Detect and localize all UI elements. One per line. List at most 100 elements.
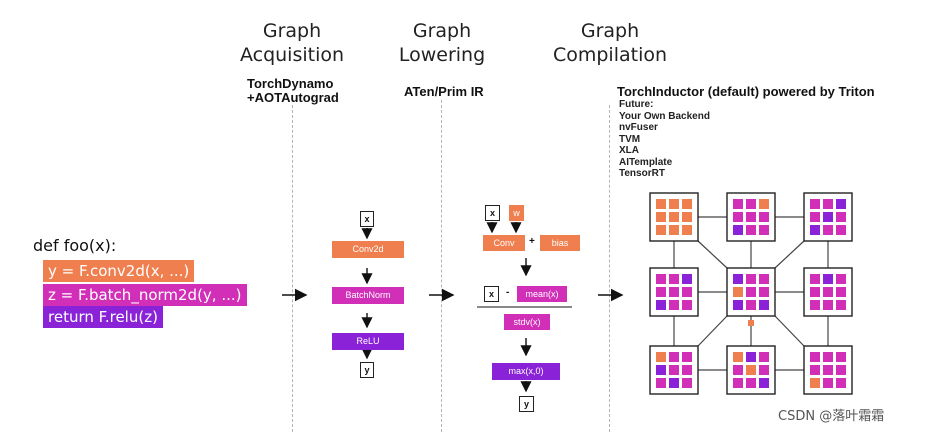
stage-compilation: Graph Compilation <box>540 19 680 67</box>
stage-lowering-line1: Graph <box>412 20 472 42</box>
g2-max: max(x,0) <box>492 363 560 380</box>
grid-cell <box>656 365 666 375</box>
label-aten: ATen/Prim IR <box>404 84 484 99</box>
grid-cell <box>746 378 756 388</box>
future-item: Future: <box>619 99 654 110</box>
grid-cell <box>733 212 743 222</box>
grid-cell <box>823 378 833 388</box>
grid-cell <box>682 212 692 222</box>
grid-cell <box>669 378 679 388</box>
stage-acquisition-line1: Graph <box>262 20 322 42</box>
grid-tile <box>649 192 699 242</box>
grid-cell <box>836 365 846 375</box>
grid-tile <box>803 345 853 395</box>
grid-tile <box>726 267 776 317</box>
grid-cell <box>759 212 769 222</box>
grid-cell <box>823 365 833 375</box>
g2-plus: + <box>529 236 535 247</box>
code-def: def foo(x): <box>33 236 117 255</box>
grid-marker <box>748 320 754 326</box>
grid-cell <box>669 287 679 297</box>
grid-cell <box>746 212 756 222</box>
grid-cell <box>836 287 846 297</box>
g2-output-y: y <box>519 396 534 412</box>
grid-cell <box>733 300 743 310</box>
g1-batchnorm: BatchNorm <box>332 287 404 304</box>
grid-cell <box>810 365 820 375</box>
grid-cell <box>810 212 820 222</box>
grid-cell <box>836 352 846 362</box>
grid-cell <box>759 225 769 235</box>
grid-cell <box>669 225 679 235</box>
grid-cell <box>823 287 833 297</box>
g2-x2: x <box>484 286 499 302</box>
grid-cell <box>823 274 833 284</box>
label-torchdynamo: TorchDynamo +AOTAutograd <box>247 77 339 105</box>
grid-cell <box>759 352 769 362</box>
grid-tile <box>649 345 699 395</box>
grid-cell <box>656 352 666 362</box>
g2-minus: - <box>506 287 510 298</box>
grid-tile <box>726 345 776 395</box>
future-item: Your Own Backend <box>619 110 710 122</box>
watermark: CSDN @落叶霜霜 <box>778 409 885 424</box>
grid-cell <box>682 274 692 284</box>
grid-connector <box>774 240 805 269</box>
grid-cell <box>733 352 743 362</box>
grid-cell <box>746 365 756 375</box>
label-dynamo-line1: TorchDynamo <box>247 76 334 91</box>
grid-cell <box>823 199 833 209</box>
grid-cell <box>810 300 820 310</box>
grid-cell <box>733 225 743 235</box>
stage-lowering: Graph Lowering <box>382 19 502 67</box>
grid-cell <box>656 274 666 284</box>
grid-cell <box>810 287 820 297</box>
label-inductor: TorchInductor (default) powered by Trito… <box>617 84 875 99</box>
g1-output-y: y <box>360 362 374 378</box>
grid-connector <box>697 240 728 269</box>
separator-1 <box>292 105 293 432</box>
grid-cell <box>669 352 679 362</box>
grid-cell <box>669 212 679 222</box>
grid-cell <box>836 300 846 310</box>
grid-cell <box>810 274 820 284</box>
grid-cell <box>669 199 679 209</box>
grid-cell <box>746 274 756 284</box>
stage-compilation-line2: Compilation <box>552 44 668 66</box>
grid-cell <box>746 300 756 310</box>
grid-cell <box>669 274 679 284</box>
grid-cell <box>656 378 666 388</box>
grid-cell <box>759 365 769 375</box>
g2-input-w: w <box>509 205 524 221</box>
g2-conv: Conv <box>483 235 525 251</box>
g2-input-x: x <box>485 205 500 221</box>
future-item: TensorRT <box>619 168 665 179</box>
grid-cell <box>810 352 820 362</box>
grid-cell <box>682 378 692 388</box>
grid-cell <box>682 287 692 297</box>
separator-2 <box>441 100 442 432</box>
grid-cell <box>669 365 679 375</box>
grid-cell <box>733 365 743 375</box>
grid-cell <box>656 300 666 310</box>
separator-3 <box>609 105 610 432</box>
grid-cell <box>823 225 833 235</box>
g1-relu: ReLU <box>332 333 404 350</box>
grid-cell <box>836 274 846 284</box>
grid-cell <box>836 199 846 209</box>
grid-cell <box>746 287 756 297</box>
grid-cell <box>759 300 769 310</box>
grid-tile <box>803 192 853 242</box>
grid-cell <box>656 199 666 209</box>
g1-input-x: x <box>360 211 374 227</box>
grid-cell <box>733 378 743 388</box>
stage-lowering-line2: Lowering <box>398 44 486 66</box>
code-line-return: return F.relu(z) <box>43 306 163 328</box>
grid-connector <box>774 315 805 347</box>
grid-cell <box>656 212 666 222</box>
stage-acquisition: Graph Acquisition <box>232 19 352 67</box>
future-item: TVM <box>619 133 641 145</box>
grid-cell <box>823 352 833 362</box>
grid-cell <box>682 365 692 375</box>
